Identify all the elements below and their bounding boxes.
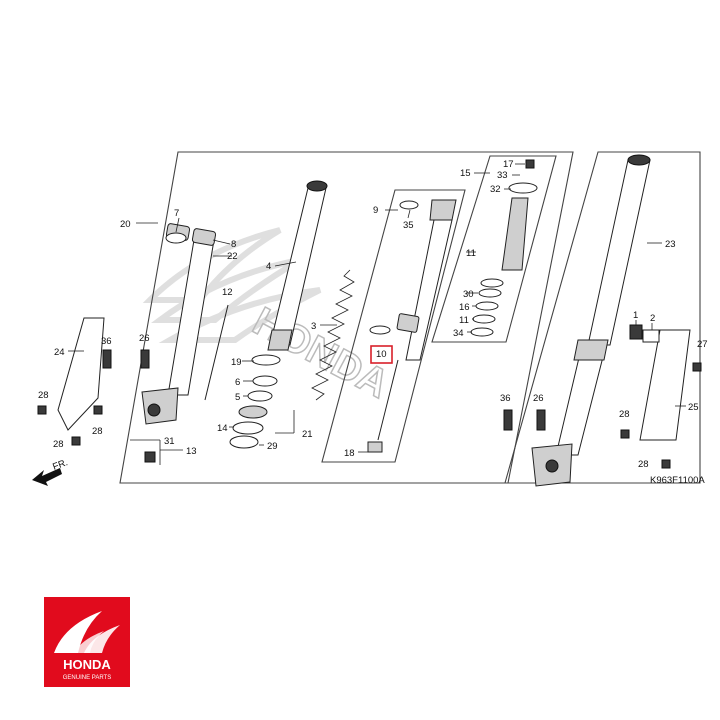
front-arrow-label: FR. <box>51 457 69 473</box>
honda-wing-icon: HONDA GENUINE PARTS <box>44 597 130 687</box>
callout-12: 12 <box>222 287 233 298</box>
left-inner-tube <box>267 180 328 351</box>
seal-stack <box>165 232 281 449</box>
callout-15: 15 <box>460 168 471 179</box>
callout-26b: 26 <box>533 393 544 404</box>
left-fork-guard <box>57 317 105 431</box>
callout-36b: 36 <box>500 393 511 404</box>
damper-rod-assembly <box>470 159 538 337</box>
callout-23: 23 <box>665 239 676 250</box>
callout-30: 30 <box>463 289 474 300</box>
callout-28c: 28 <box>53 439 64 450</box>
callout-28a: 28 <box>38 390 49 401</box>
damper-subframe <box>431 155 557 343</box>
callout-17: 17 <box>503 159 514 170</box>
right-fork-assembly <box>531 154 651 487</box>
callout-1: 1 <box>633 310 638 321</box>
callout-10-highlight <box>370 345 393 364</box>
logo-brand: HONDA <box>63 657 111 672</box>
callout-labels: 20 7 8 22 4 12 3 9 35 10 24 36 26 19 6 5… <box>38 159 708 486</box>
callout-13: 13 <box>186 446 197 457</box>
fork-spring <box>311 269 355 401</box>
callout-27: 27 <box>697 339 708 350</box>
callout-14: 14 <box>217 423 228 434</box>
bolts <box>37 349 702 469</box>
callout-20: 20 <box>120 219 131 230</box>
front-arrow-icon: FR. <box>32 457 69 486</box>
honda-genuine-parts-logo: HONDA GENUINE PARTS <box>44 597 130 687</box>
callout-5: 5 <box>235 392 240 403</box>
callout-24: 24 <box>54 347 65 358</box>
callout-2: 2 <box>650 313 655 324</box>
callout-26a: 26 <box>139 333 150 344</box>
damper-cartridge <box>367 199 457 453</box>
callout-34: 34 <box>453 328 464 339</box>
callout-8: 8 <box>231 239 236 250</box>
callout-11b: 11 <box>459 315 469 326</box>
logo-tagline: GENUINE PARTS <box>63 675 111 681</box>
callout-6: 6 <box>235 377 240 388</box>
watermark-text: HONDA <box>246 299 396 407</box>
right-fork-guard <box>629 324 691 441</box>
callout-9: 9 <box>373 205 378 216</box>
left-axle-holder <box>141 387 179 425</box>
callout-29: 29 <box>267 441 278 452</box>
leader-lines <box>68 163 686 465</box>
callout-19: 19 <box>231 357 242 368</box>
cartridge-frame <box>321 189 466 463</box>
callout-28e: 28 <box>638 459 649 470</box>
callout-35: 35 <box>403 220 414 231</box>
callout-32: 32 <box>490 184 501 195</box>
callout-22: 22 <box>227 251 238 262</box>
callout-10: 10 <box>376 349 387 360</box>
callout-31: 31 <box>164 436 175 447</box>
callout-4: 4 <box>266 261 271 272</box>
callout-18: 18 <box>344 448 355 459</box>
callout-16: 16 <box>459 302 470 313</box>
callout-28d: 28 <box>619 409 630 420</box>
callout-3: 3 <box>311 321 316 332</box>
callout-7: 7 <box>174 208 179 219</box>
right-assembly-frame <box>504 151 701 484</box>
callout-28b: 28 <box>92 426 103 437</box>
callout-11a: 11 <box>466 248 476 259</box>
callout-25: 25 <box>688 402 699 413</box>
diagram-code: K963F1100A <box>650 475 705 486</box>
callout-21: 21 <box>302 429 313 440</box>
callout-36a: 36 <box>101 336 112 347</box>
callout-33: 33 <box>497 170 508 181</box>
